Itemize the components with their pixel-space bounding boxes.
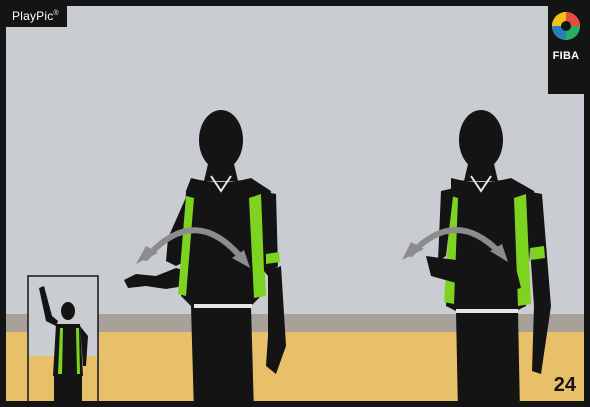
playpic-brand-tag: PlayPic® xyxy=(6,6,67,27)
brand-name: PlayPic xyxy=(12,9,53,23)
page-number: 24 xyxy=(554,374,576,397)
fiba-wordmark: FIBA xyxy=(548,50,584,62)
fiba-badge: FIBA xyxy=(548,6,584,94)
fiba-ball-logo-icon xyxy=(548,6,584,46)
inset-thumbnail xyxy=(28,276,98,406)
brand-trademark: ® xyxy=(53,10,58,17)
scene xyxy=(6,6,590,407)
